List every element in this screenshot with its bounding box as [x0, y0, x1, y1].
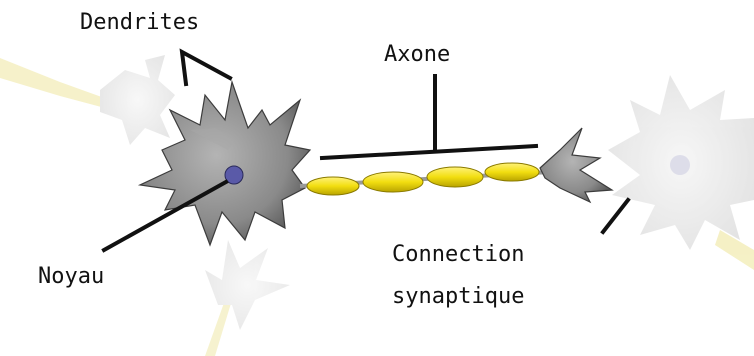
axone-label: Axone	[384, 44, 450, 66]
faded-neuron-bottom	[205, 240, 290, 356]
myelin-segment	[363, 172, 423, 192]
dendrites-pointer	[182, 52, 230, 84]
faded-neuron-top-left	[0, 55, 175, 145]
myelin-segment	[485, 163, 539, 181]
axon-terminal	[540, 128, 612, 202]
noyau-label: Noyau	[38, 266, 104, 288]
dendrites-label: Dendrites	[80, 12, 199, 34]
faded-nucleus	[670, 155, 690, 175]
synaptic-connection-label-line2: synaptique	[392, 286, 524, 308]
connection-pointer	[603, 200, 628, 232]
axone-bracket	[322, 146, 536, 158]
myelin-segment	[307, 177, 359, 195]
myelin-segment	[427, 167, 483, 187]
synaptic-connection-label-line1: Connection	[392, 244, 524, 266]
faded-neuron-right	[608, 75, 754, 270]
